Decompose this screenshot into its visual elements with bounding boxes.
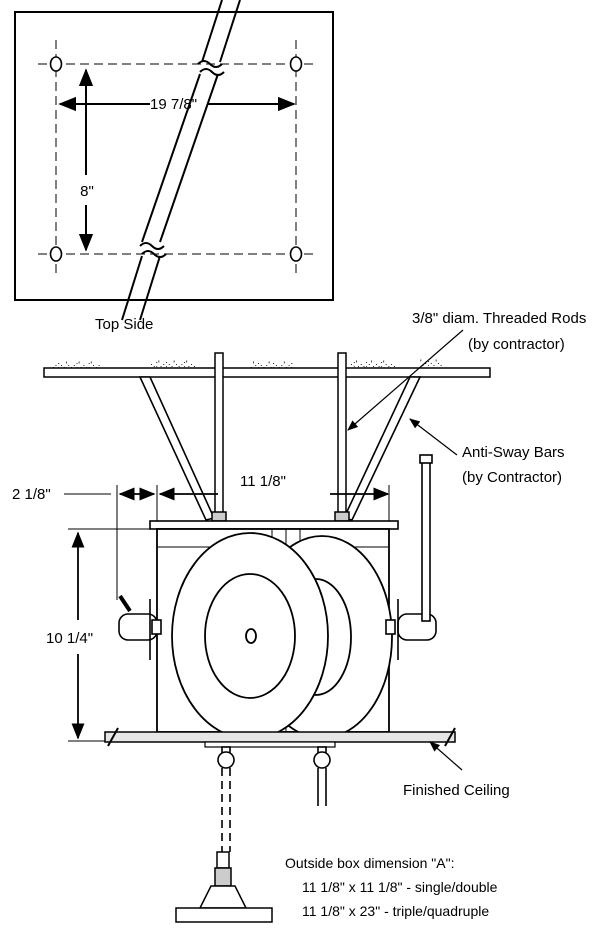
- height-dimension: 8": [78, 68, 94, 252]
- structural-ceiling: [43, 367, 491, 378]
- hole-top-right: [289, 56, 303, 72]
- hole-top-left: [49, 56, 63, 72]
- side-handles: [118, 599, 437, 660]
- svg-text:·.:'.·:·.'·.·:'.·.: ·.:'.·:·.'·.·:'.·.: [150, 359, 196, 369]
- svg-text:.'·:·.·'.:·.·'.·:: .'·:·.·'.:·.·'.·:: [250, 360, 293, 370]
- hole-bottom-left: [49, 246, 63, 262]
- svg-text:·:'.·.:·'.·.:'·.·.: ·:'.·.:·'.·.:'·.·.: [350, 359, 396, 369]
- hole-centerlines: [38, 40, 318, 275]
- box-height-dimension: 10 1/4": [46, 528, 150, 742]
- right-riser-pipe: [419, 454, 433, 622]
- top-plate: [149, 520, 399, 530]
- hose-reels: [171, 532, 393, 740]
- top-view: 19 7/8" 8" Top Side: [14, 0, 334, 333]
- finished-ceiling: [104, 731, 456, 743]
- left-lever: [118, 594, 132, 613]
- hole-bottom-right: [289, 246, 303, 262]
- box-dim-heading: Outside box dimension "A":: [285, 855, 454, 871]
- ceiling-leader: [429, 741, 463, 771]
- box-dim-row-1: 11 1/8" x 11 1/8" - single/double: [302, 879, 498, 895]
- top-width-label: 19 7/8": [150, 96, 197, 113]
- concrete-texture: .·:·.'·.·:'.·.:'·.· ·.:'.·:·.'·.·:'.·. .…: [52, 358, 442, 370]
- hose-nozzles: [217, 746, 331, 852]
- svg-text:'.·:·.'·.: '.·:·.'·.: [420, 358, 442, 368]
- mounting-plate: [14, 11, 334, 301]
- mounting-holes: [49, 56, 303, 262]
- pipe-break-view: [121, 0, 241, 321]
- threaded-rods: [211, 352, 350, 522]
- antisway-label-1: Anti-Sway Bars: [462, 444, 565, 461]
- top-height-label: 8": [80, 183, 94, 200]
- anti-sway-bars: [138, 376, 422, 521]
- width-dimension: 19 7/8": [58, 96, 296, 113]
- box-dim-row-2: 11 1/8" x 23" - triple/quadruple: [302, 903, 489, 919]
- rods-label-1: 3/8" diam. Threaded Rods: [412, 310, 586, 327]
- box-height-label: 10 1/4": [46, 630, 93, 647]
- rod-spacing-label: 11 1/8": [240, 473, 286, 490]
- rods-label-2: (by contractor): [468, 336, 565, 353]
- top-side-label: Top Side: [95, 316, 153, 333]
- rods-leader: [347, 329, 464, 431]
- svg-text:.·:·.'·.·:'.·.:'·.·: .·:·.'·.·:'.·.:'·.·: [52, 360, 101, 370]
- elevation-view: .·:·.'·.·:'.·.:'·.· ·.:'.·:·.'·.·:'.·. .…: [12, 310, 586, 923]
- rod-spacing-dimension: 11 1/8": [158, 473, 390, 521]
- hanging-nozzle: [175, 851, 273, 923]
- finished-ceiling-label: Finished Ceiling: [403, 782, 510, 799]
- antisway-leader: [409, 418, 458, 456]
- antisway-label-2: (by Contractor): [462, 469, 562, 486]
- offset-dim-label: 2 1/8": [12, 486, 51, 503]
- offset-dimension: 2 1/8": [12, 485, 158, 600]
